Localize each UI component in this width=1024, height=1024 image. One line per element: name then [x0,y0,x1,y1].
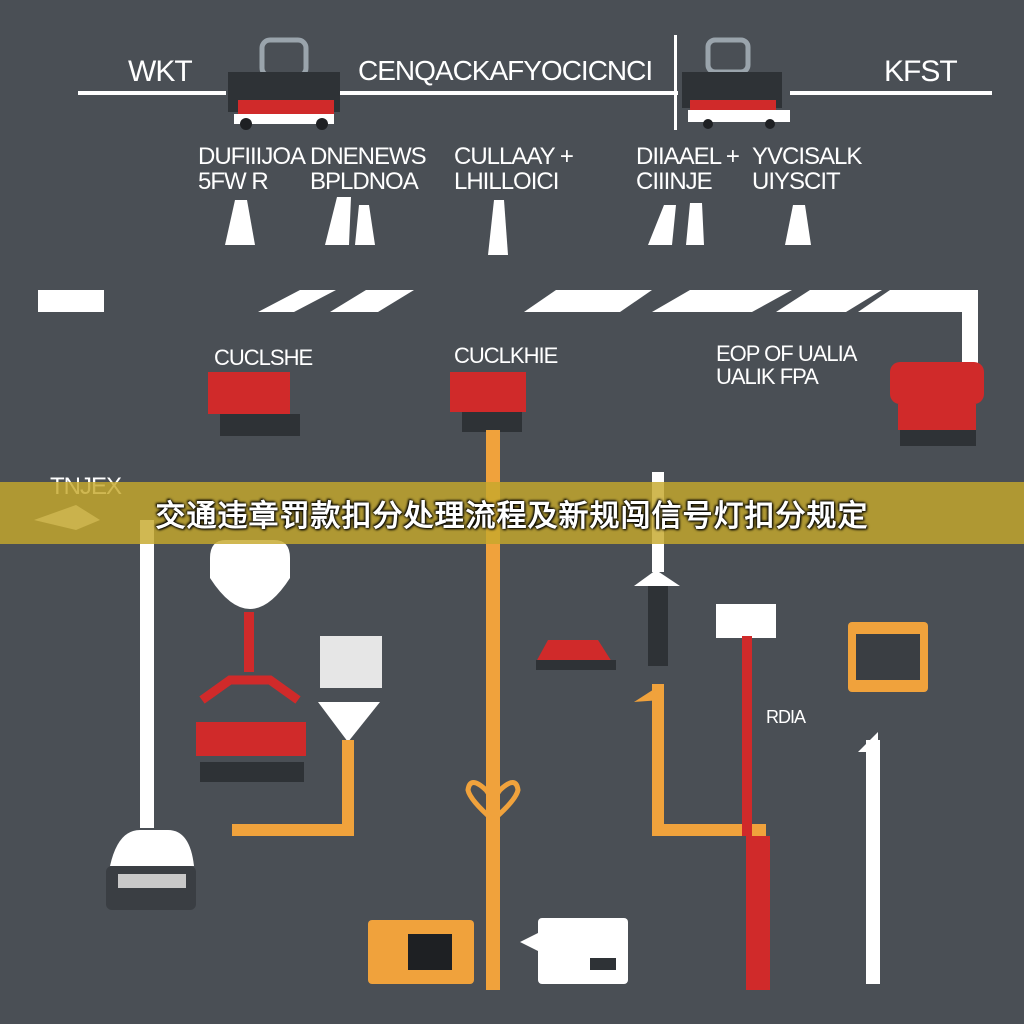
header-truck-icon-left [228,37,340,130]
figure-icons-row1 [225,197,811,255]
red-block-1 [208,372,300,436]
red-path-right [716,604,776,990]
red-truck-right [890,362,984,446]
orange-path-left [232,636,382,836]
orange-path-center [465,430,521,990]
row2-label-2: CUCLKHIE [454,343,558,368]
row2-label-1: CUCLSHE [214,345,313,370]
row1-label-2: DNENEWS BPLDNOA [310,143,427,196]
white-card-bottom [520,918,628,984]
car-icon-bottom-left [106,830,196,910]
road-dividers [38,290,978,368]
header-rule [78,35,992,130]
right-flow-line [858,732,880,984]
orange-path-right [634,684,766,836]
row1-label-1: DUFIIIJOA 5FW R [198,143,306,196]
red-car-icon [536,640,616,670]
header-right-label: KFST [884,55,958,88]
orange-frame-icon [848,622,928,692]
row2-label-3: EOP OF UALIA UALIK FPA [716,341,857,390]
shield-node [196,540,306,782]
row1-label-3: CULLAAY + LHILLOICI [454,143,574,196]
header-truck-icon-right [682,37,790,129]
row1-label-4: DIIAAEL + CIIINJE [636,143,740,196]
title-banner: 交通违章罚款扣分处理流程及新规闯信号灯扣分规定 [0,482,1024,544]
header-center-label: CENQACKAFYOCICNCI [358,55,653,86]
row1-label-5: YVCISALK UIYSCIT [752,143,862,196]
left-flow-line [34,505,154,828]
red-block-2 [450,372,526,432]
orange-device [368,920,474,984]
page-title: 交通违章罚款扣分处理流程及新规闯信号灯扣分规定 [155,499,869,534]
header-left-label: WKT [128,55,193,88]
small-label: RDIA [766,707,806,727]
